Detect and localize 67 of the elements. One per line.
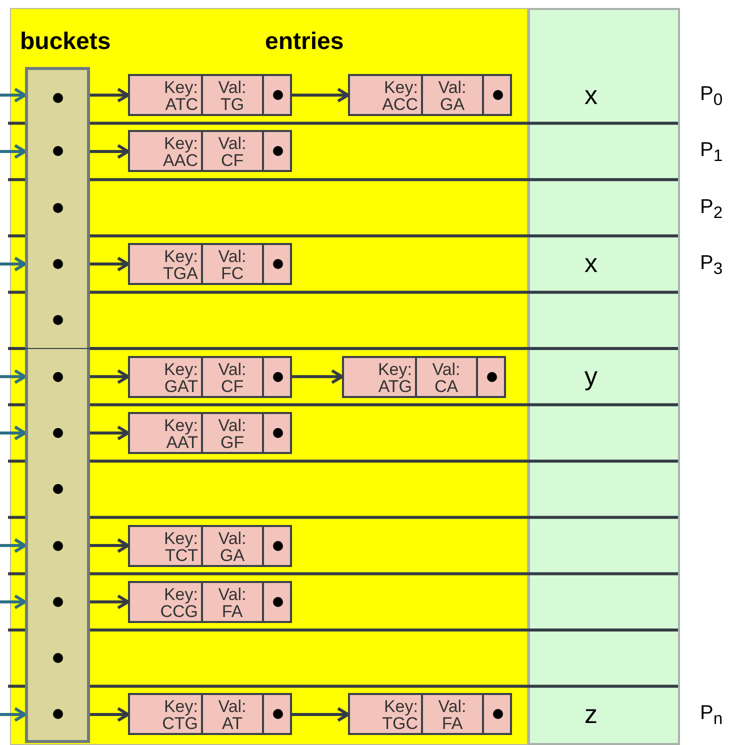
value-text: Val: CF <box>203 358 264 396</box>
row-label: P$_{2}$ <box>700 196 723 223</box>
arrow <box>292 706 350 722</box>
entry-box <box>348 74 512 116</box>
row-label: P$_{1}$ <box>700 139 723 166</box>
arrow <box>90 425 130 440</box>
value-text: Val: FC <box>203 245 264 284</box>
entry-box <box>128 524 292 567</box>
value-text: Val: GA <box>423 76 484 114</box>
arrow <box>0 594 26 610</box>
arrow <box>292 88 350 103</box>
arrow <box>292 369 344 384</box>
entry-box <box>128 693 292 736</box>
arrow <box>0 538 26 554</box>
arrow <box>90 538 130 554</box>
value-text: Val: CF <box>203 132 264 170</box>
key-text: Key: TCT <box>130 526 203 565</box>
row-label: P$_{n}$ <box>700 702 723 730</box>
value-text: Val: CA <box>417 358 478 396</box>
key-text: Key: TGC <box>350 695 423 734</box>
key-text: Key: ATC <box>130 76 203 114</box>
entry-box <box>128 74 292 116</box>
bucket-cell <box>25 348 90 405</box>
row-label: P$_{3}$ <box>700 252 723 280</box>
arrow <box>0 706 26 722</box>
arrow <box>0 256 26 272</box>
bucket-cell <box>25 686 90 743</box>
value-text: Val: AT <box>203 695 264 734</box>
entry-box <box>348 693 512 736</box>
value-text: Val: FA <box>423 695 484 734</box>
column-heading: buckets <box>20 28 111 56</box>
cell-value: x <box>584 248 598 280</box>
cell-value: z <box>584 698 598 730</box>
arrow <box>0 88 26 103</box>
cell-value: y <box>584 361 598 392</box>
value-text: Val: GF <box>203 414 264 452</box>
bucket-cell <box>25 67 90 124</box>
arrow <box>90 256 130 272</box>
arrow <box>0 144 26 159</box>
entry-box <box>128 356 292 398</box>
value-text: Val: FA <box>203 582 264 621</box>
arrow <box>90 594 130 610</box>
column-heading: entries <box>265 28 344 56</box>
key-text: Key: ACC <box>350 76 423 114</box>
key-text: Key: CTG <box>130 695 203 734</box>
value-text: Val: GA <box>203 526 264 565</box>
entry-box <box>128 412 292 454</box>
row-label: P$_{0}$ <box>700 83 723 110</box>
key-text: Key: AAC <box>130 132 203 170</box>
entry-box <box>342 356 506 398</box>
arrow <box>90 369 130 384</box>
cell-value: x <box>584 80 598 111</box>
key-text: Key: ATG <box>344 358 417 396</box>
key-text: Key: AAT <box>130 414 203 452</box>
value-text: Val: TG <box>203 76 264 114</box>
key-text: Key: GAT <box>130 358 203 396</box>
arrow <box>90 144 130 159</box>
arrow <box>0 369 26 384</box>
key-text: Key: TGA <box>130 245 203 284</box>
entry-box <box>128 580 292 623</box>
arrow <box>0 425 26 440</box>
entry-box <box>128 130 292 172</box>
arrow <box>90 706 130 722</box>
key-text: Key: CCG <box>130 582 203 621</box>
arrow <box>90 88 130 103</box>
entry-box <box>128 243 292 286</box>
bucket-cell <box>25 292 90 348</box>
